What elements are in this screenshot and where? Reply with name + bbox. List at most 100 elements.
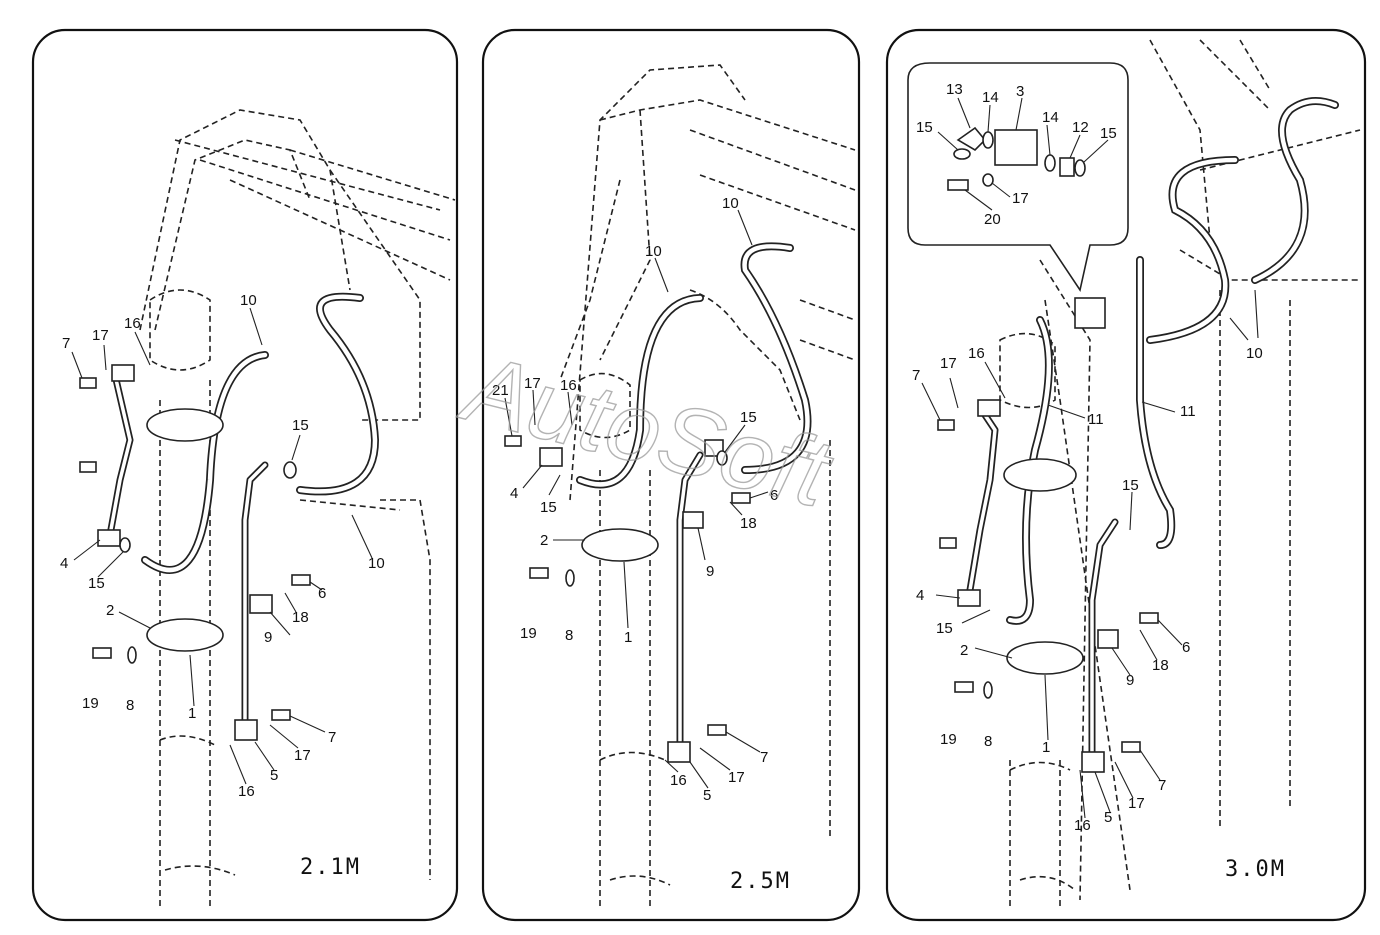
callout-8: 8: [565, 627, 573, 644]
panel-frame: [481, 28, 861, 922]
callout-6: 6: [770, 487, 778, 504]
callout-17: 17: [524, 375, 541, 392]
clamp-upper: [146, 408, 224, 442]
callout-5: 5: [270, 767, 278, 784]
callout-8: 8: [984, 733, 992, 750]
block-upper: [977, 399, 1001, 417]
callout-21: 21: [492, 382, 509, 399]
leaders: [921, 289, 1259, 819]
bolt-7: [937, 419, 955, 431]
callout-2: 2: [540, 532, 548, 549]
callout-7b: 7: [1158, 777, 1166, 794]
block-9: [249, 594, 273, 614]
panel-3-0m: 13 14 3 14 12 15 15 17 20 10 7 17 16 11 …: [885, 28, 1367, 922]
callouts: 10 10 21 17 16 15 4 15 6 18 2 9 19 8 1 7…: [492, 195, 778, 804]
callout-15b: 15: [916, 119, 933, 136]
callout-7: 7: [912, 367, 920, 384]
callout-19: 19: [520, 625, 537, 642]
callouts: 7 17 16 10 15 4 15 10 2 19 8 1 9 18 6 7 …: [60, 292, 385, 800]
callout-10b: 10: [722, 195, 739, 212]
bolt-7b: [271, 709, 291, 721]
callout-18: 18: [292, 609, 309, 626]
panel-label: 2.5M: [730, 869, 791, 894]
callout-18: 18: [1152, 657, 1169, 674]
tube-upper: [966, 411, 999, 594]
tube-lower: [241, 461, 269, 724]
panel-frame: [31, 28, 459, 922]
bolt-6: [291, 574, 311, 586]
oring-14: [982, 131, 994, 149]
bolt-7: [707, 724, 727, 736]
hose-10a: [576, 294, 704, 489]
bolt: [939, 537, 957, 549]
callout-16b: 16: [670, 772, 687, 789]
callout-16: 16: [560, 377, 577, 394]
callout-1: 1: [188, 705, 196, 722]
block-5: [667, 741, 691, 763]
oring-15b: [953, 148, 971, 160]
bolt-19: [529, 567, 549, 579]
callout-4: 4: [916, 587, 924, 604]
callout-17b: 17: [294, 747, 311, 764]
bolt: [79, 461, 97, 473]
callout-16: 16: [124, 315, 141, 332]
callout-9: 9: [1126, 672, 1134, 689]
callout-15: 15: [1100, 125, 1117, 142]
block-9: [682, 511, 704, 529]
callout-15b: 15: [540, 499, 557, 516]
tube-lower: [1088, 518, 1119, 764]
bolt-6: [1139, 612, 1159, 624]
callout-10b: 10: [368, 555, 385, 572]
callout-17: 17: [1012, 190, 1029, 207]
oring-14b: [1044, 154, 1056, 172]
callout-15b: 15: [88, 575, 105, 592]
clamp-2: [146, 618, 224, 652]
bolt-21: [504, 435, 522, 447]
detail-inset: [907, 62, 1129, 293]
callout-7: 7: [760, 749, 768, 766]
callout-17c: 17: [1128, 795, 1145, 812]
callout-2: 2: [106, 602, 114, 619]
callout-10: 10: [240, 292, 257, 309]
callout-6: 6: [1182, 639, 1190, 656]
hose-11b: [1135, 256, 1176, 549]
callout-8: 8: [126, 697, 134, 714]
callout-16b: 16: [1074, 817, 1091, 834]
manifold-block-3-main: [1074, 297, 1106, 329]
callout-19: 19: [940, 731, 957, 748]
block-5: [1081, 751, 1105, 773]
callouts: 13 14 3 14 12 15 15 17 20 10 7 17 16 11 …: [912, 81, 1263, 834]
callout-13: 13: [946, 81, 963, 98]
callout-3: 3: [1016, 83, 1024, 100]
manifold-block-3: [994, 129, 1038, 166]
block-4: [957, 589, 981, 607]
oring-15: [283, 461, 297, 479]
callout-7: 7: [62, 335, 70, 352]
bolt-7: [79, 377, 97, 389]
callout-16b: 16: [238, 783, 255, 800]
block-9: [1097, 629, 1119, 649]
hose-10: [1146, 156, 1239, 344]
callout-18: 18: [740, 515, 757, 532]
callout-14b: 14: [1042, 109, 1059, 126]
callout-11b: 11: [1180, 403, 1196, 420]
callout-11: 11: [1088, 411, 1104, 428]
callout-4: 4: [510, 485, 518, 502]
hose-10b: [1251, 97, 1339, 284]
panel-label: 2.1M: [300, 855, 361, 880]
tube-upper: [106, 371, 134, 539]
callout-9: 9: [264, 629, 272, 646]
panel-2-1m: 7 17 16 10 15 4 15 10 2 19 8 1 9 18 6 7 …: [31, 28, 459, 922]
callout-6: 6: [318, 585, 326, 602]
callout-15: 15: [292, 417, 309, 434]
callout-1: 1: [1042, 739, 1050, 756]
hose-11a: [1006, 316, 1053, 625]
callout-5: 5: [703, 787, 711, 804]
hose-10a: [141, 351, 269, 574]
boom-outline: [999, 39, 1361, 910]
callout-1: 1: [624, 629, 632, 646]
washer-8: [565, 569, 575, 587]
callout-10: 10: [1246, 345, 1263, 362]
hose-10b: [740, 242, 812, 474]
oring-15b: [119, 537, 131, 553]
